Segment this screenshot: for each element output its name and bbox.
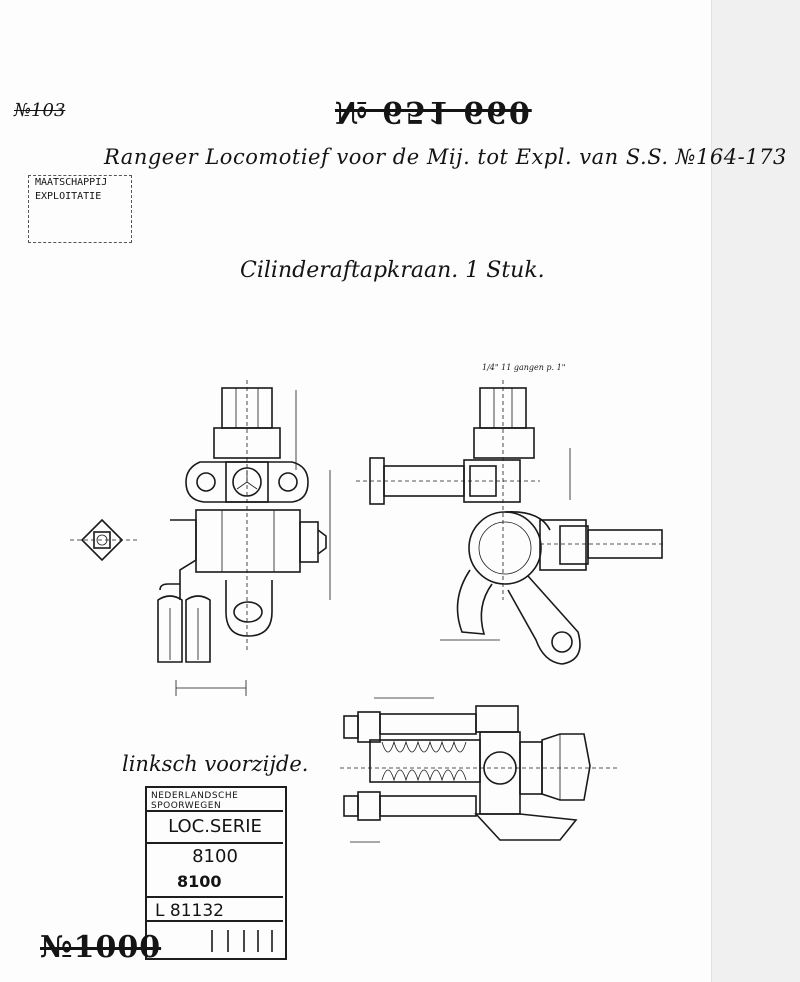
left-view [157, 380, 331, 696]
stamp-line-1: MAATSCHAPPIJ [35, 177, 108, 188]
stamp-organisation: NEDERLANDSCHE SPOORWEGEN [151, 791, 239, 811]
plan-view [340, 697, 620, 843]
thread-note: 1/4" 11 gangen p. 1" [482, 363, 565, 372]
struck-bottom-number: №1000 [40, 930, 162, 965]
series-stamp: NEDERLANDSCHE SPOORWEGEN LOC.SERIE 8100 … [145, 786, 287, 960]
view-note: linksch voorzijde. [122, 752, 309, 776]
right-view [356, 380, 664, 665]
stamp-line-2: EXPLOITATIE [35, 191, 102, 202]
company-stamp: MAATSCHAPPIJ EXPLOITATIE [28, 175, 132, 243]
drawing-title: Rangeer Locomotief voor de Mij. tot Expl… [104, 145, 787, 169]
stamp-series-number: 8100 [177, 872, 222, 891]
struck-reference: №103 [14, 100, 66, 121]
stamp-code: L 81132 [147, 896, 283, 922]
nut-detail-view [70, 518, 140, 562]
stamp-tick-marks [211, 930, 273, 952]
part-subtitle: Cilinderaftapkraan. 1 Stuk. [240, 258, 545, 283]
scan-margin [711, 0, 800, 982]
stamp-series: LOC.SERIE 8100 [147, 810, 283, 867]
